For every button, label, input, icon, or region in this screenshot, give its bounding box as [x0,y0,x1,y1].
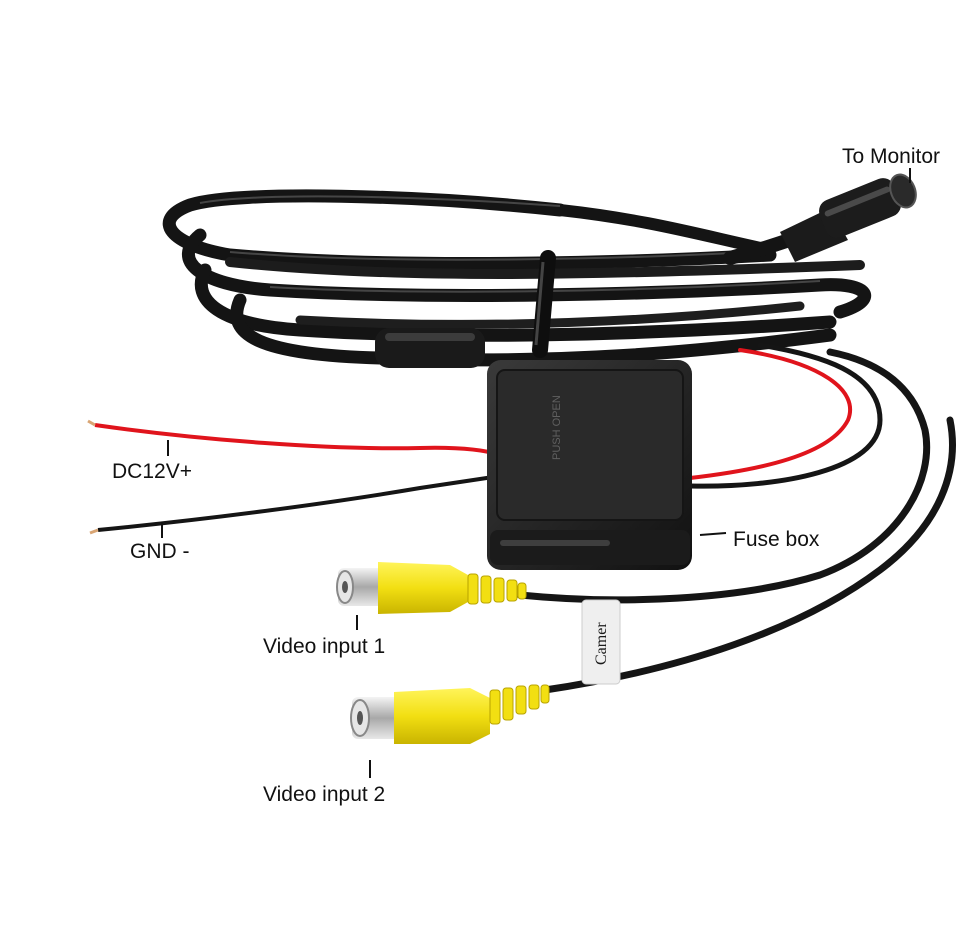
fuse-box-print: PUSH OPEN [551,395,563,460]
video-cables [516,348,956,694]
label-fuse-box: Fuse box [733,528,820,551]
leader-lines [161,168,911,778]
label-video-input-2: Video input 2 [263,783,386,806]
label-video-input-1: Video input 1 [263,635,386,658]
black-wire [97,474,501,532]
coiled-cable [162,189,871,367]
rca-connector-1 [336,562,527,614]
label-ground: GND - [130,540,190,563]
power-wires [687,342,883,489]
monitor-connector [723,173,917,265]
cable-tag-text: Camer [593,622,610,665]
fuse-box: PUSH OPEN [487,360,692,570]
label-dc-power: DC12V+ [112,460,192,483]
cable-tag: Camer [581,599,621,685]
zip-tie [532,250,556,358]
rca-connector-2 [350,684,550,744]
red-wire [94,423,501,457]
label-to-monitor: To Monitor [842,145,941,168]
